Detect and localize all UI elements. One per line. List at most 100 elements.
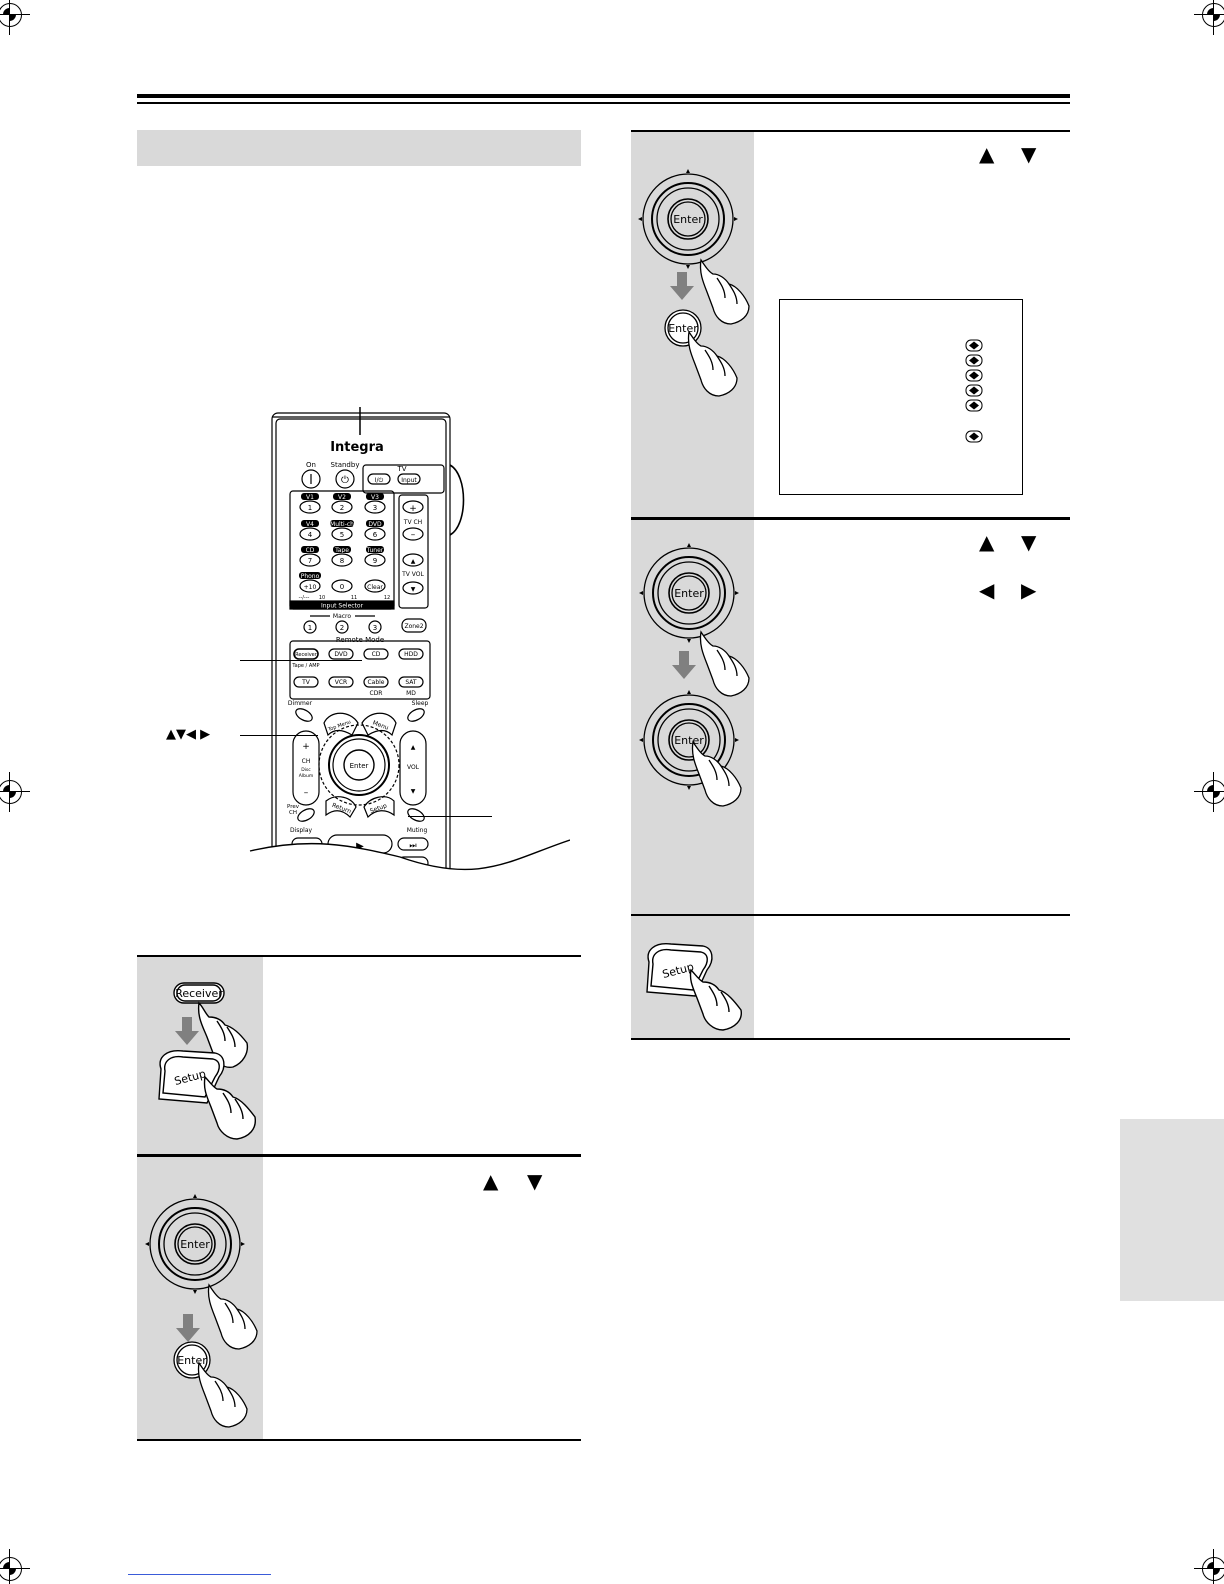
svg-text:1: 1 xyxy=(308,624,312,632)
svg-text:7: 7 xyxy=(308,557,312,565)
callout-line-receiver xyxy=(240,660,362,661)
svg-text:V4: V4 xyxy=(306,521,314,528)
svg-text:CH: CH xyxy=(302,758,311,765)
svg-text:CH: CH xyxy=(289,810,297,816)
svg-text:CDR: CDR xyxy=(370,690,383,697)
svg-text:Enter: Enter xyxy=(177,1354,207,1367)
svg-text:▼: ▼ xyxy=(411,586,416,593)
svg-text:V1: V1 xyxy=(306,494,314,501)
svg-text:Sleep: Sleep xyxy=(412,700,429,707)
svg-text:MD: MD xyxy=(406,690,416,697)
step-icon-area-5: Setup xyxy=(631,916,754,1038)
svg-text:⏻: ⏻ xyxy=(341,475,349,486)
svg-text:12: 12 xyxy=(384,595,390,601)
osd-left-right-icon xyxy=(965,399,983,412)
svg-text:VCR: VCR xyxy=(335,679,347,686)
svg-text:▼: ▼ xyxy=(411,788,416,795)
osd-left-right-icon xyxy=(965,339,983,352)
svg-text:4: 4 xyxy=(308,531,313,539)
svg-text:Remote Mode: Remote Mode xyxy=(336,636,384,644)
svg-text:Setup: Setup xyxy=(369,802,388,815)
osd-left-right-icon xyxy=(965,369,983,382)
side-tab xyxy=(1120,1119,1224,1301)
svg-text:Dimmer: Dimmer xyxy=(288,700,313,707)
registration-mark-bottom-left xyxy=(0,1549,30,1584)
registration-mark-mid-right xyxy=(1194,772,1224,812)
osd-left-right-icon xyxy=(965,430,983,443)
svg-text:Input Selector: Input Selector xyxy=(321,603,364,610)
svg-text:Standby: Standby xyxy=(331,461,360,469)
svg-text:--/---: --/--- xyxy=(299,595,310,601)
svg-text:9: 9 xyxy=(373,557,377,565)
svg-text:Muting: Muting xyxy=(407,827,428,834)
up-arrow-icon: ▲ xyxy=(979,530,995,554)
svg-text:⏮: ⏮ xyxy=(303,841,310,850)
step-icon-area-3: Enter Enter xyxy=(631,132,754,517)
svg-text:Macro: Macro xyxy=(333,613,351,620)
svg-text:3: 3 xyxy=(373,624,377,632)
osd-menu-box xyxy=(779,299,1023,495)
step-icon-area-2: Enter Enter xyxy=(137,1157,263,1439)
osd-left-right-icon xyxy=(965,354,983,367)
svg-text:8: 8 xyxy=(340,557,344,565)
svg-text:On: On xyxy=(306,461,316,469)
svg-text:▶: ▶ xyxy=(356,841,364,852)
footer-link[interactable] xyxy=(128,1574,271,1575)
svg-text:1: 1 xyxy=(308,504,312,512)
navigate-adjust-illustration: Enter Enter xyxy=(639,543,750,807)
svg-text:CD: CD xyxy=(372,651,381,658)
header-rule-thin xyxy=(137,102,1070,104)
svg-text:V2: V2 xyxy=(338,494,346,501)
svg-text:Tuner: Tuner xyxy=(366,547,384,554)
receiver-setup-illustration: Receiver Setup xyxy=(158,982,256,1140)
up-arrow-icon: ▲ xyxy=(979,142,995,166)
svg-text:Zone2: Zone2 xyxy=(404,623,423,630)
svg-text:TV: TV xyxy=(301,679,311,686)
svg-text:TV VOL: TV VOL xyxy=(401,571,424,578)
svg-text:3: 3 xyxy=(373,504,377,512)
registration-mark-mid-left xyxy=(0,772,30,812)
svg-text:Cable: Cable xyxy=(367,679,384,686)
svg-text:+: + xyxy=(302,742,310,752)
remote-brand: Integra xyxy=(330,440,384,455)
svg-text:+10: +10 xyxy=(304,584,317,591)
svg-text:2: 2 xyxy=(340,504,344,512)
step-panel-2: Enter Enter ▲ ▼ xyxy=(137,1156,581,1441)
svg-text:Enter: Enter xyxy=(673,213,703,226)
remote-control-illustration: Integra On Standby ⏻ TV I/⏻ Input Input … xyxy=(249,407,570,894)
svg-text:Disc: Disc xyxy=(301,767,311,773)
svg-text:Prev: Prev xyxy=(287,804,300,810)
svg-text:5: 5 xyxy=(340,531,344,539)
svg-text:11: 11 xyxy=(351,595,357,601)
svg-text:V3: V3 xyxy=(371,494,379,501)
step-icon-area-4: Enter Enter xyxy=(631,520,754,914)
svg-text:▲: ▲ xyxy=(411,558,416,565)
svg-text:TV: TV xyxy=(396,465,406,473)
remote-standby-button xyxy=(335,469,355,489)
svg-text:⏭: ⏭ xyxy=(409,841,416,850)
svg-text:Multi-ch: Multi-ch xyxy=(330,521,354,528)
step-panel-1: Receiver Setup xyxy=(137,955,581,1156)
setup-illustration: Setup xyxy=(646,943,742,1031)
callout-line-arrows xyxy=(240,735,318,736)
svg-text:DVD: DVD xyxy=(368,521,382,528)
callout-arrows-label: ▲▼◀ ▶ xyxy=(166,727,211,742)
osd-menu-arrow-icons xyxy=(965,339,983,443)
svg-text:Tape: Tape xyxy=(334,547,349,554)
svg-text:CD: CD xyxy=(306,547,315,554)
osd-left-right-icon xyxy=(965,384,983,397)
svg-text:0: 0 xyxy=(340,583,344,591)
registration-mark-top-left xyxy=(0,0,30,35)
svg-text:Clear: Clear xyxy=(367,584,383,591)
registration-mark-bottom-right xyxy=(1194,1549,1224,1584)
up-arrow-icon: ▲ xyxy=(483,1169,499,1193)
step-panel-4: Enter Enter ▲ ▼ ◀ ▶ xyxy=(631,519,1070,916)
svg-text:DVD: DVD xyxy=(334,651,348,658)
svg-text:2: 2 xyxy=(340,624,344,632)
svg-text:Tape / AMP: Tape / AMP xyxy=(291,663,319,669)
svg-text:–: – xyxy=(304,788,309,798)
svg-text:+: + xyxy=(409,504,417,514)
svg-text:SAT: SAT xyxy=(405,679,417,686)
callout-line-setup xyxy=(408,816,492,817)
step-icon-area-1: Receiver Setup xyxy=(137,957,263,1154)
